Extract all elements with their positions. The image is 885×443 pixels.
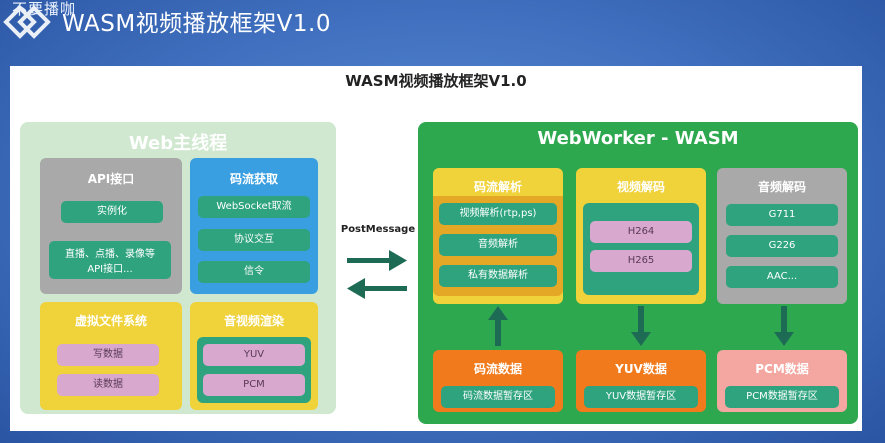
audio-decode-title: 音频解码 bbox=[757, 180, 806, 194]
yuv-data-title: YUV数据 bbox=[615, 362, 667, 376]
audio-decode-item-aac: AAC... bbox=[726, 266, 838, 288]
arrow-down-pcm-icon bbox=[774, 306, 794, 346]
main-thread-title: Web主线程 bbox=[128, 133, 228, 154]
diagram-title: WASM视频播放框架V1.0 bbox=[345, 72, 527, 90]
audio-decode-item-g711: G711 bbox=[726, 204, 838, 226]
render-title: 音视频渲染 bbox=[223, 314, 284, 328]
watermark-text: 不要播咖 bbox=[12, 0, 77, 18]
video-decode-inner-panel bbox=[583, 203, 699, 295]
render-item-yuv: YUV bbox=[203, 344, 305, 366]
video-decode-title: 视频解码 bbox=[616, 180, 665, 194]
postmessage-label: PostMessage bbox=[340, 224, 416, 235]
api-item-live-vod-line2: API接口... bbox=[87, 264, 133, 275]
pcm-data-buffer: PCM数据暂存区 bbox=[725, 386, 839, 408]
video-decode-item-h264: H264 bbox=[590, 221, 692, 243]
arrow-up-icon bbox=[488, 306, 508, 346]
watermark-logo-icon bbox=[3, 5, 51, 39]
api-item-instantiate: 实例化 bbox=[61, 201, 163, 223]
api-box-title: API接口 bbox=[87, 172, 135, 186]
stream-fetch-title: 码流获取 bbox=[229, 172, 278, 186]
api-item-live-vod: 直播、点播、录像等 API接口... bbox=[49, 241, 171, 279]
stream-item-protocol: 协议交互 bbox=[198, 229, 310, 251]
vfs-item-read: 读数据 bbox=[57, 374, 159, 396]
yuv-data-buffer: YUV数据暂存区 bbox=[584, 386, 698, 408]
stream-data-buffer: 码流数据暂存区 bbox=[441, 386, 555, 408]
render-item-pcm: PCM bbox=[203, 374, 305, 396]
slide-title: WASM视频播放框架V1.0 bbox=[62, 11, 331, 37]
video-decode-item-h265: H265 bbox=[590, 250, 692, 272]
pcm-data-title: PCM数据 bbox=[755, 362, 809, 376]
stream-item-signaling: 信令 bbox=[198, 261, 310, 283]
parse-item-audio: 音频解析 bbox=[439, 234, 557, 256]
vfs-title: 虚拟文件系统 bbox=[74, 314, 147, 328]
stream-data-title: 码流数据 bbox=[473, 362, 522, 376]
audio-decode-item-g226: G226 bbox=[726, 235, 838, 257]
worker-title: WebWorker - WASM bbox=[537, 128, 739, 149]
stream-item-websocket: WebSocket取流 bbox=[198, 196, 310, 218]
parse-item-private: 私有数据解析 bbox=[439, 265, 557, 287]
parse-item-video: 视频解析(rtp,ps) bbox=[439, 203, 557, 225]
api-item-live-vod-line1: 直播、点播、录像等 bbox=[65, 249, 155, 260]
arrow-down-yuv-icon bbox=[631, 306, 651, 346]
vfs-item-write: 写数据 bbox=[57, 344, 159, 366]
parse-title: 码流解析 bbox=[473, 180, 522, 194]
postmessage-arrows-icon bbox=[347, 250, 407, 299]
